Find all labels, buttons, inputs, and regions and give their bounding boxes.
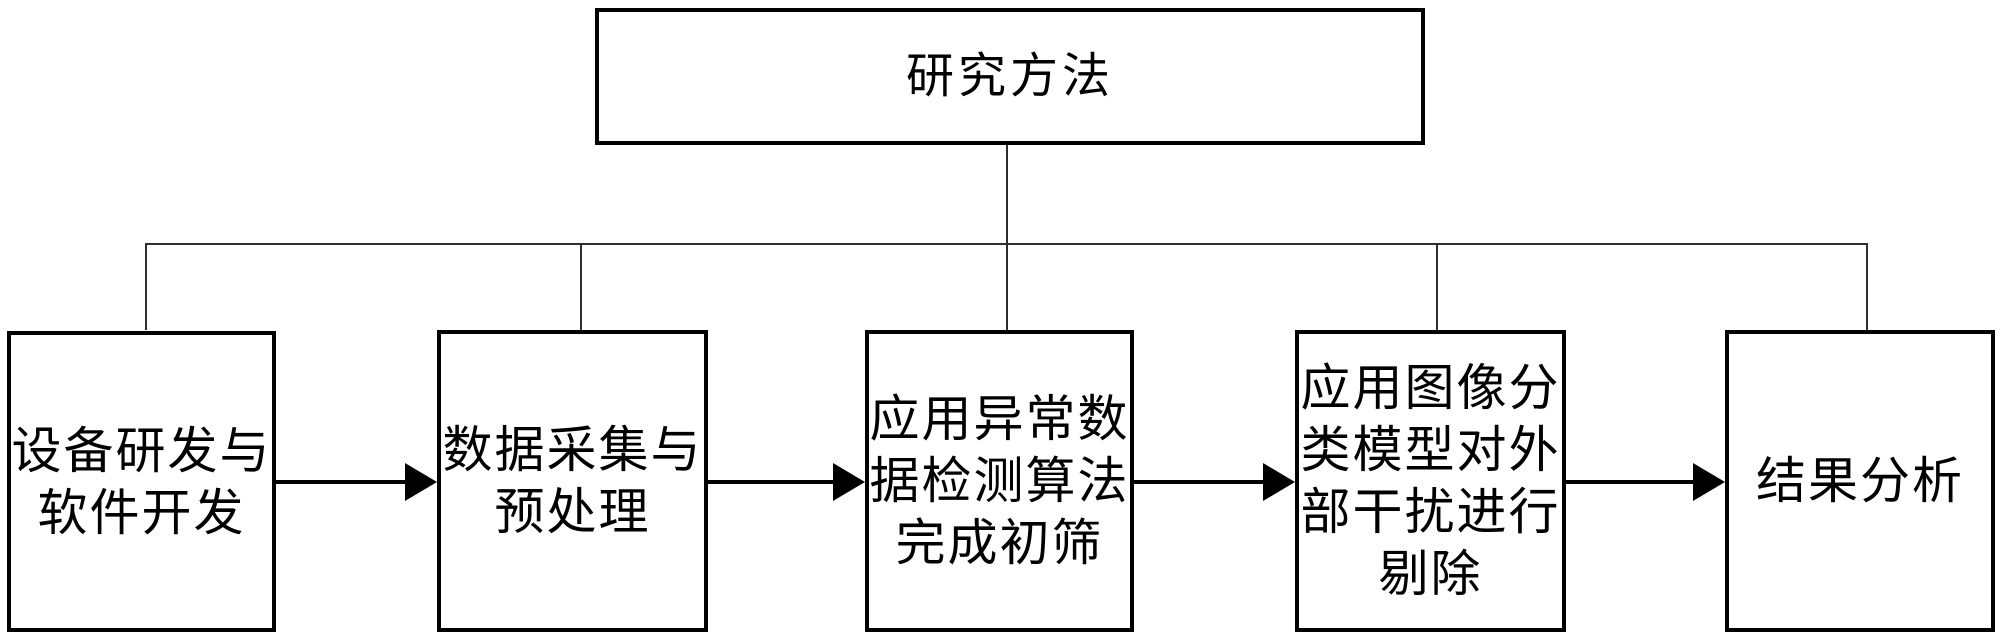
step-node-label: 应用异常数 据检测算法 完成初筛: [869, 391, 1130, 571]
step-node-label: 设备研发与 软件开发: [11, 422, 272, 541]
root-node-label: 研究方法: [905, 49, 1114, 103]
flow-arrow-1: [276, 463, 437, 501]
step-node-data-collection-preprocess: 数据采集与 预处理: [437, 330, 708, 632]
flow-arrow-2: [708, 463, 865, 501]
step-node-anomaly-detection-screening: 应用异常数 据检测算法 完成初筛: [865, 330, 1134, 632]
step-node-label: 数据采集与 预处理: [442, 422, 703, 540]
connector-drop-step-2: [580, 245, 582, 330]
step-node-device-software-dev: 设备研发与 软件开发: [7, 331, 276, 632]
connector-drop-step-3: [1006, 245, 1008, 330]
connector-root-stem: [1006, 145, 1008, 243]
flow-arrow-3: [1134, 463, 1295, 501]
arrowhead-right-icon: [405, 463, 437, 501]
connector-drop-step-5: [1866, 245, 1868, 330]
arrowhead-right-icon: [1263, 463, 1295, 501]
arrowhead-right-icon: [1693, 463, 1725, 501]
arrowhead-right-icon: [833, 463, 865, 501]
connector-drop-step-1: [145, 245, 147, 330]
arrow-shaft: [708, 480, 837, 484]
step-node-label: 结果分析: [1756, 453, 1964, 509]
arrow-shaft: [1566, 480, 1697, 484]
step-node-image-classification-filter: 应用图像分 类模型对外 部干扰进行 剔除: [1295, 330, 1566, 632]
connector-drop-step-4: [1436, 245, 1438, 330]
step-node-result-analysis: 结果分析: [1725, 330, 1995, 632]
root-node: 研究方法: [595, 8, 1425, 145]
connector-horizontal-bar: [145, 243, 1868, 245]
arrow-shaft: [276, 480, 409, 484]
flow-arrow-4: [1566, 463, 1725, 501]
arrow-shaft: [1134, 480, 1267, 484]
step-node-label: 应用图像分 类模型对外 部干扰进行 剔除: [1300, 360, 1561, 602]
